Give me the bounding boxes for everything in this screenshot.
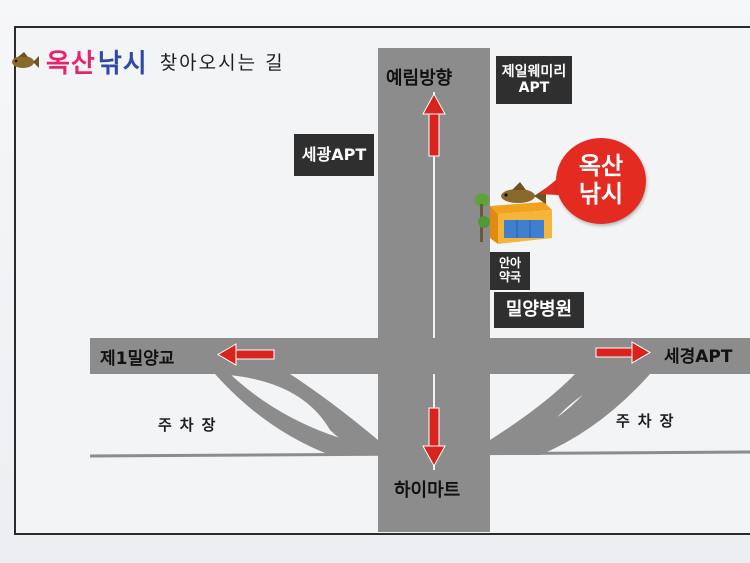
arrow-east [595, 341, 651, 364]
brand-name-part1: 옥산 [46, 48, 96, 79]
right-ramp [490, 374, 620, 452]
landmark-pharmacy-line1: 안아 [498, 256, 522, 271]
landmark-jeil-apt: 제일웨미리 APT [496, 56, 572, 104]
arrow-south [422, 407, 446, 468]
landmark-sekwang-apt-label: 세광APT [301, 144, 367, 164]
shop-building-icon [475, 182, 552, 244]
arrow-north [422, 92, 446, 157]
landmark-sekwang-apt: 세광APT [294, 134, 374, 176]
landmark-pharmacy: 안아 약국 [490, 252, 530, 290]
landmark-hospital: 밀양병원 [494, 292, 584, 328]
parking-label-right: 주차장 [616, 412, 682, 430]
landmark-hospital-label: 밀양병원 [505, 298, 573, 320]
shop-callout-line1: 옥산 [578, 152, 624, 181]
shop-callout: 옥산 낚시 [556, 138, 646, 224]
parking-label-left: 주차장 [158, 416, 224, 434]
title-subtitle: 찾아오시는 길 [159, 51, 285, 74]
map-title: 옥산 낚시 찾아오시는 길 [8, 44, 285, 79]
shop-callout-line2: 낚시 [578, 180, 624, 208]
street-line [89, 450, 750, 458]
landmark-jeil-apt-line2: APT [518, 80, 550, 96]
landmark-pharmacy-line2: 약국 [498, 270, 522, 284]
road-label-east: 세경APT [664, 347, 733, 367]
left-ramp-outer [215, 374, 378, 455]
fish-icon [12, 52, 39, 68]
left-ramp [215, 374, 378, 452]
road-label-south: 하이마트 [394, 480, 461, 501]
road-label-north: 예림방향 [386, 68, 453, 89]
landmark-jeil-apt-line1: 제일웨미리 [501, 63, 567, 80]
arrow-west [217, 343, 275, 366]
road-label-west: 제1밀양교 [100, 349, 175, 369]
brand-name-part2: 낚시 [97, 48, 148, 79]
